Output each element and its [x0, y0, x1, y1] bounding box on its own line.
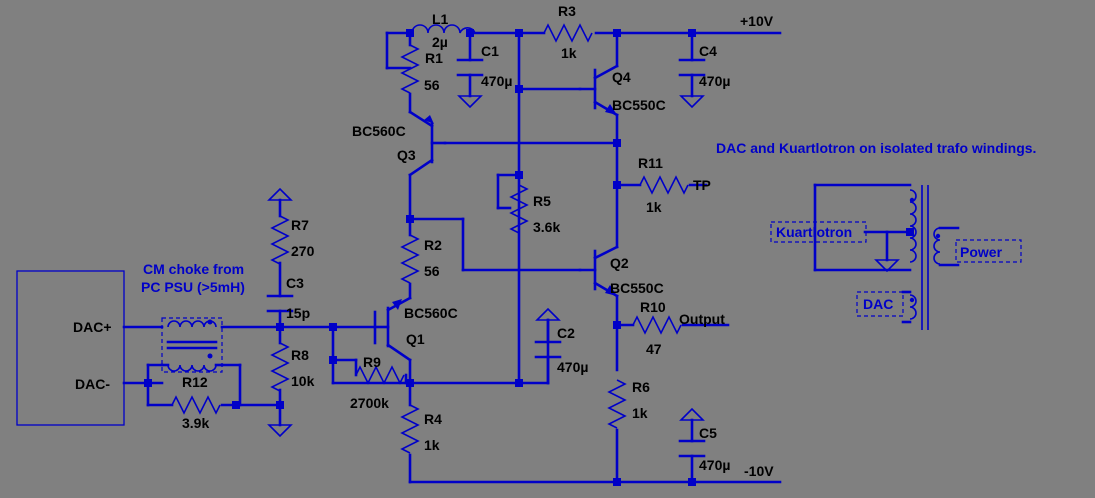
r1-value: 56	[424, 77, 440, 93]
c1-name: C1	[481, 43, 499, 59]
junction-dots	[144, 29, 696, 486]
transistor-q4-symbol	[578, 68, 617, 115]
port-output: Output	[679, 311, 725, 327]
rail-positive-label: +10V	[740, 13, 774, 29]
capacitor-c2-symbol	[534, 340, 562, 385]
cm-choke-symbol	[160, 317, 224, 373]
port-dac-minus: DAC-	[75, 376, 110, 392]
l1-name: L1	[432, 11, 449, 27]
r3-value: 1k	[561, 45, 577, 61]
c1-value: 470µ	[481, 73, 512, 89]
wires	[122, 31, 782, 484]
resistor-r7-symbol	[271, 215, 289, 265]
resistor-r12-symbol	[171, 396, 221, 414]
r2-name: R2	[424, 237, 442, 253]
r11-value: 1k	[646, 199, 662, 215]
choke-note-line2: PC PSU (>5mH)	[141, 279, 245, 295]
r9-value: 2700k	[350, 395, 389, 411]
q1-name: Q1	[406, 331, 425, 347]
c2-name: C2	[557, 325, 575, 341]
resistor-r5-symbol	[510, 184, 528, 234]
inductor-l1-symbol	[411, 24, 476, 34]
kuartlotron-label: Kuartlotron	[776, 224, 852, 240]
transistor-q3-symbol	[424, 115, 447, 164]
r1-name: R1	[425, 50, 443, 66]
capacitor-c5-symbol	[678, 439, 706, 458]
r7-value: 270	[291, 243, 315, 259]
r11-name: R11	[638, 155, 663, 171]
rail-negative-label: -10V	[744, 463, 774, 479]
transformer-symbol	[813, 183, 960, 330]
r7-name: R7	[291, 217, 309, 233]
r2-value: 56	[424, 263, 440, 279]
ground-up-c3	[267, 187, 293, 201]
q3-value: BC560C	[352, 123, 406, 139]
r5-value: 3.6k	[533, 219, 560, 235]
r6-value: 1k	[632, 405, 648, 421]
power-winding-label: Power	[960, 244, 1003, 260]
dac-block	[16, 270, 125, 426]
c4-name: C4	[699, 43, 717, 59]
resistor-r2-symbol	[401, 234, 419, 284]
port-tp: TP	[693, 177, 711, 193]
r10-value: 47	[646, 341, 662, 357]
trafo-winding-labels: Kuartlotron DAC Power	[770, 221, 1022, 317]
resistor-r11-symbol	[639, 176, 689, 194]
r6-name: R6	[632, 379, 650, 395]
q2-name: Q2	[610, 255, 629, 271]
capacitor-c4-symbol	[678, 58, 706, 77]
isolation-note: DAC and Kuartlotron on isolated trafo wi…	[716, 140, 1036, 156]
c4-value: 470µ	[699, 73, 730, 89]
capacitors	[266, 58, 706, 458]
choke-note-line1: CM choke from	[143, 261, 244, 277]
q4-name: Q4	[612, 69, 631, 85]
r10-name: R10	[640, 299, 666, 315]
c5-value: 470µ	[699, 457, 730, 473]
r9-name: R9	[363, 354, 381, 370]
c3-name: C3	[286, 275, 304, 291]
transistor-q2-symbol	[578, 249, 617, 296]
r5-name: R5	[533, 193, 551, 209]
r8-name: R8	[291, 347, 309, 363]
c3-value: 15p	[286, 305, 310, 321]
transistors	[373, 68, 617, 348]
c5-name: C5	[699, 425, 717, 441]
capacitor-c3-symbol	[266, 294, 294, 313]
q4-value: BC550C	[612, 97, 666, 113]
l1-value: 2µ	[432, 34, 448, 50]
resistor-r10-symbol	[632, 316, 682, 334]
resistor-r8-symbol	[271, 342, 289, 392]
q1-value: BC560C	[404, 305, 458, 321]
resistor-r4-symbol	[401, 404, 419, 454]
r12-name: R12	[182, 374, 208, 390]
r12-value: 3.9k	[182, 415, 209, 431]
r4-value: 1k	[424, 437, 440, 453]
port-dac-plus: DAC+	[73, 319, 112, 335]
q2-value: BC550C	[610, 280, 664, 296]
resistor-r6-symbol	[608, 379, 626, 429]
r4-name: R4	[424, 411, 442, 427]
resistor-r3-symbol	[543, 24, 593, 42]
labels: +10V -10V DAC and Kuartlotron on isolate…	[73, 3, 1036, 479]
ground-up-c2	[535, 307, 561, 321]
q3-name: Q3	[397, 147, 416, 163]
transistor-q1-symbol	[373, 299, 402, 348]
r3-name: R3	[558, 3, 576, 19]
r8-value: 10k	[291, 373, 315, 389]
c2-value: 470µ	[557, 359, 588, 375]
capacitor-c1-symbol	[456, 58, 484, 77]
dac-winding-label: DAC	[863, 296, 893, 312]
ground-up-c5	[679, 407, 705, 421]
